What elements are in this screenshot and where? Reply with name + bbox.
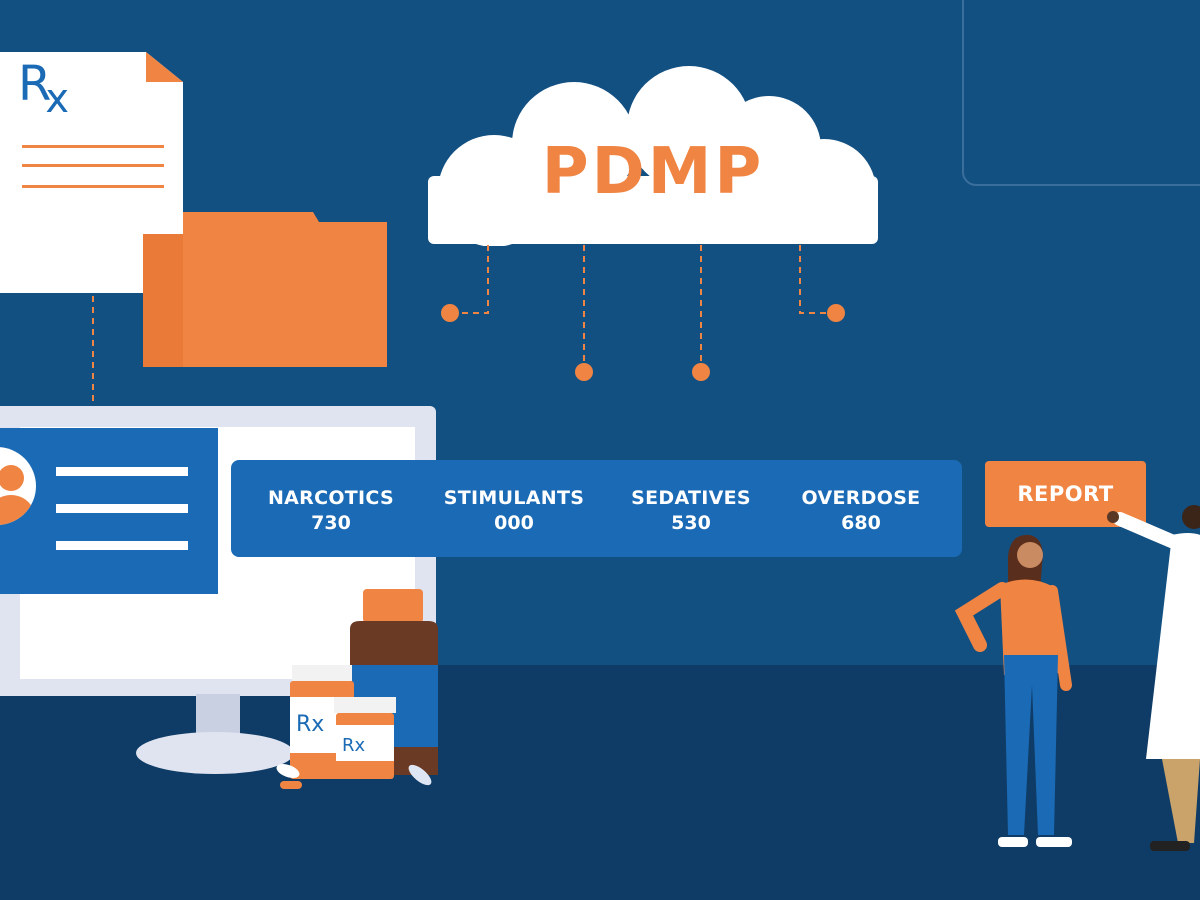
monitor-base [136, 732, 294, 774]
stat-narcotics: NARCOTICS 730 [259, 486, 403, 536]
document-line [22, 164, 164, 167]
avatar-body [0, 495, 36, 525]
document-rx-symbol: Rx [18, 60, 69, 119]
capsule-icon [276, 764, 432, 789]
connector-node [575, 363, 593, 381]
bottle-rx-label: Rx [342, 735, 366, 756]
document-icon [0, 52, 183, 293]
connector-node [692, 363, 710, 381]
drug-stats-bar [231, 460, 962, 557]
connector-node [827, 304, 845, 322]
bottle-rx-label: Rx [296, 712, 324, 737]
connector-node [441, 304, 459, 322]
stat-stimulants: STIMULANTS 000 [436, 486, 592, 536]
stat-value: 000 [494, 512, 534, 534]
stat-label: OVERDOSE [801, 487, 921, 509]
doctor-icon [1107, 505, 1200, 851]
stat-value: 680 [841, 512, 881, 534]
stat-value: 730 [311, 512, 351, 534]
avatar-head [0, 465, 24, 491]
stat-label: NARCOTICS [267, 487, 395, 509]
people-illustration [954, 505, 1200, 851]
decorative-frame [962, 0, 1200, 186]
cloud-label: PDMP [541, 135, 765, 209]
document-line [22, 185, 164, 188]
stat-value: 530 [671, 512, 711, 534]
profile-detail-line [56, 504, 188, 513]
cloud-icon [428, 66, 878, 246]
folder-icon [143, 212, 387, 367]
pill-bottles: Rx Rx [276, 589, 438, 789]
stat-overdose: OVERDOSE 680 [794, 486, 928, 536]
stat-label: STIMULANTS [443, 487, 585, 509]
stat-label: SEDATIVES [631, 487, 751, 509]
pill-bottle-icon: Rx [334, 697, 396, 779]
document-line [22, 145, 164, 148]
profile-detail-line [56, 467, 188, 476]
stat-sedatives: SEDATIVES 530 [625, 486, 757, 536]
person-icon [954, 534, 1072, 847]
profile-detail-line [56, 541, 188, 550]
rx-subscript: x [45, 76, 69, 122]
rx-letter: R [18, 56, 51, 112]
